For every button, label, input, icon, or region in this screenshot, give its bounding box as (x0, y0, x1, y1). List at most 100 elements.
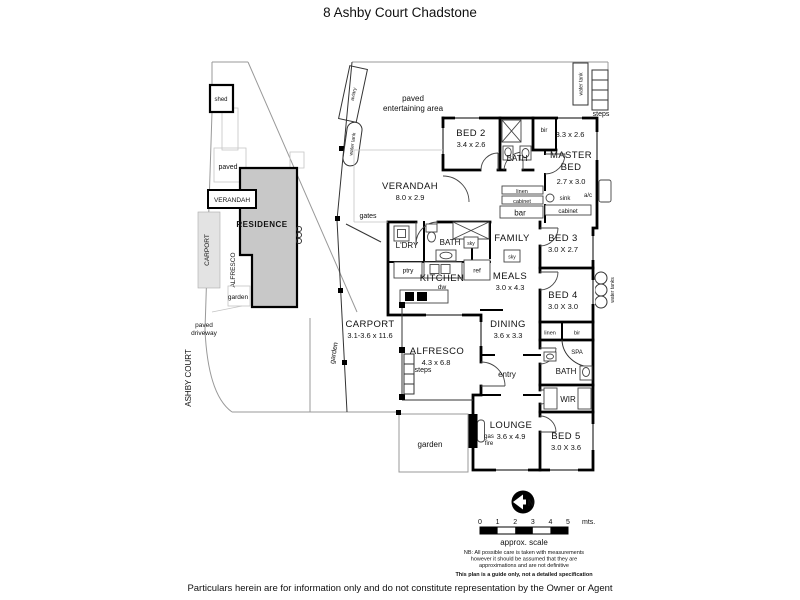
site-verandah-outline (207, 189, 257, 209)
rear-boundary-line (352, 61, 609, 72)
nb-note-line3: approximations and are not definitive (479, 563, 569, 569)
room-wir: WIR (560, 395, 576, 404)
shed-label: shed (214, 97, 227, 103)
room-master-line1: MASTER (550, 150, 592, 161)
room-bed4: BED 4 (548, 290, 577, 301)
site-garden-label: garden (228, 294, 249, 301)
water-tanks-right-label: water tanks (610, 277, 616, 303)
site-plan: shed paved CARPORT RESIDENCE VERANDAH AL… (184, 61, 399, 413)
site-paved-label: paved (218, 164, 237, 171)
paved-area-label-line1: paved (402, 94, 424, 103)
scale-tick-1: 1 (496, 519, 500, 526)
room-carport: CARPORT (345, 319, 394, 330)
steps-top-outline (591, 69, 609, 111)
scale-tick-2: 2 (513, 519, 517, 526)
room-master-line2: BED (561, 162, 582, 173)
bir-master-label: bir (541, 128, 548, 134)
water-tank-circle (594, 283, 608, 297)
scale-bar (479, 526, 569, 535)
legend: N 0 1 2 3 4 5 mts. approx. scale NB: All… (455, 490, 595, 578)
bed4-dims: 3.0 X 3.0 (548, 302, 578, 311)
scale-tick-0: 0 (478, 519, 482, 526)
bath2-sky-label: sky (467, 241, 475, 247)
paved-area-label-line2: entertaining area (383, 104, 444, 113)
driveway-label-line2: driveway (191, 330, 217, 337)
ref-label: ref (473, 268, 481, 275)
gates-label: gates (359, 213, 377, 220)
unit-cabinet-label: cabinet (513, 199, 531, 205)
room-bath2: BATH (440, 238, 461, 247)
garden-strip-label: garden (329, 342, 340, 365)
water-tank-circle (594, 295, 608, 309)
disclaimer-text: Particulars herein are for information o… (187, 583, 612, 594)
scale-tick-5: 5 (566, 519, 570, 526)
windows (426, 115, 600, 473)
scale-tick-3: 3 (531, 519, 535, 526)
driveway-label-line1: paved (195, 322, 213, 329)
compass-arrow-shaft (522, 499, 526, 505)
page-title: 8 Ashby Court Chadstone (323, 5, 477, 20)
room-bed2-dims: 3.4 x 2.6 (457, 140, 486, 149)
room-labels: BED 2 3.4 x 2.6 BATH bir 3.3 x 2.6 MASTE… (345, 128, 592, 452)
room-bed2: BED 2 (456, 128, 485, 139)
water-tank-left-outline (342, 121, 363, 167)
alfresco-steps-label: steps (415, 367, 432, 374)
site-carport-area (197, 211, 221, 289)
master-dims-upper: 3.3 x 2.6 (556, 130, 585, 139)
fence-post (342, 360, 347, 365)
water-tank-circle (594, 271, 608, 285)
entry-label: entry (498, 370, 516, 379)
fence-post (339, 146, 344, 151)
aviary-outline (337, 65, 369, 123)
guide-note: This plan is a guide only, not a detaile… (455, 572, 593, 578)
grounds: aviary water tank paved entertaining are… (329, 61, 616, 413)
site-carport-label: CARPORT (204, 234, 211, 266)
carport-dims: 3.1-3.6 x 11.6 (347, 331, 392, 340)
site-verandah-label: VERANDAH (214, 197, 250, 204)
dining-dims: 3.6 x 3.3 (494, 331, 523, 340)
meals-dims: 3.0 x 4.3 (496, 283, 525, 292)
nb-note-line2: however it should be assumed that they a… (471, 557, 577, 563)
room-verandah: VERANDAH (382, 181, 438, 192)
fixtures (353, 119, 612, 473)
garden-rear-box (398, 413, 469, 473)
residence-label: RESIDENCE (236, 220, 287, 229)
site-alfresco-label: ALFRESCO (230, 252, 237, 287)
room-family: FAMILY (494, 233, 530, 244)
alfresco-dims: 4.3 x 6.8 (422, 358, 451, 367)
unit-sink-label: sink (560, 196, 572, 202)
room-dining: DINING (490, 319, 526, 330)
aviary-label: aviary (350, 87, 359, 102)
dw-label: dw (438, 284, 447, 291)
ac-label: a/c (584, 193, 592, 199)
master-dims-lower: 2.7 x 3.0 (557, 177, 586, 186)
site-tank-dot-3 (296, 238, 302, 244)
compass-arrow (513, 494, 523, 510)
room-kitchen: KITCHEN (420, 273, 465, 284)
site-garden-box (227, 285, 251, 307)
fence-post (338, 288, 343, 293)
scale-tick-4: 4 (548, 519, 552, 526)
shed-outline (208, 83, 235, 114)
family-sky-label: sky (508, 255, 516, 261)
steps-top-label: steps (593, 111, 610, 118)
room-alfresco: ALFRESCO (410, 346, 464, 357)
spa-label: SPA (571, 350, 583, 356)
unit-bar-label: bar (514, 209, 526, 218)
fence-post (335, 216, 340, 221)
lounge-dims: 3.6 x 4.9 (497, 432, 526, 441)
bed3-dims: 3.0 X 2.7 (548, 245, 578, 254)
compass-north-label: N (528, 498, 535, 508)
room-meals: MEALS (493, 271, 527, 282)
garden-rear-label: garden (418, 440, 443, 449)
room-bath3: BATH (556, 367, 577, 376)
room-bed5: BED 5 (551, 431, 580, 442)
site-tank-dot-1 (296, 226, 302, 232)
room-lounge: LOUNGE (490, 420, 533, 431)
unit-linen-label: linen (516, 189, 528, 195)
unit-cabinet2-label: cabinet (558, 209, 578, 215)
water-tank-left-label: water tank (348, 132, 357, 156)
site-tank-dot-2 (296, 232, 302, 238)
